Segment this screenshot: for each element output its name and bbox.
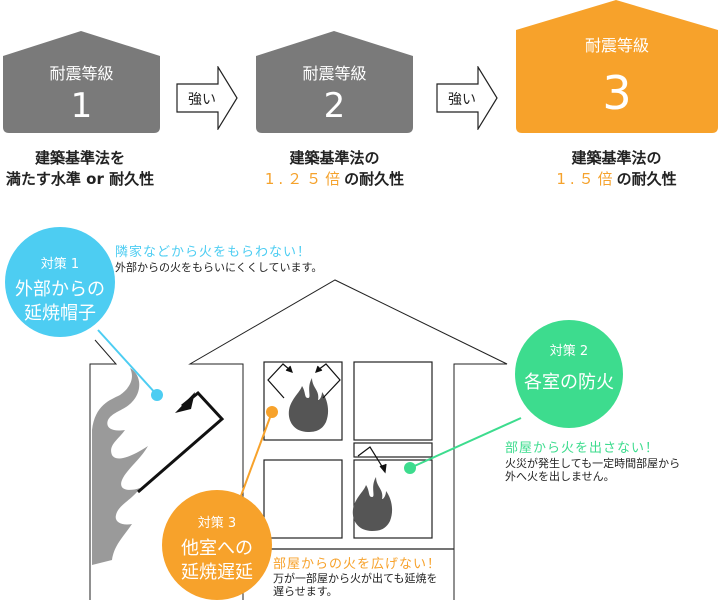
desc-line-1: 建築基準法の bbox=[289, 149, 380, 167]
grade-label: 耐震等級 bbox=[49, 64, 114, 83]
main-house bbox=[188, 279, 508, 600]
stronger-arrow-1: 強い bbox=[176, 64, 238, 132]
grade-1-description: 建築基準法を 満たす水準 or 耐久性 bbox=[0, 148, 160, 190]
grade-3-house: 耐震等級 3 bbox=[516, 0, 718, 133]
grade-1-house: 耐震等級 1 bbox=[3, 28, 160, 133]
arrow-label: 強い bbox=[188, 92, 216, 108]
grade-number: 1 bbox=[70, 86, 93, 126]
text-line: 火災が発生しても一定時間部屋から bbox=[505, 457, 681, 470]
measure-title-line-2: 延焼遅延 bbox=[181, 562, 253, 583]
desc-line-1: 建築基準法の bbox=[571, 149, 662, 167]
measure-1-circle: 対策 1 外部からの 延焼帽子 bbox=[5, 227, 115, 337]
desc-line-2: の耐久性 bbox=[344, 170, 405, 188]
grade-label: 耐震等級 bbox=[302, 64, 367, 83]
measure-tag: 対策 2 bbox=[549, 344, 589, 359]
right-arrow-icon bbox=[436, 64, 498, 132]
text-line: 万が一部屋から火が出ても延焼を bbox=[273, 572, 438, 585]
text-line: 遅らせます。 bbox=[273, 585, 338, 598]
grade-number: 3 bbox=[602, 66, 632, 120]
text-line: 外部からの火をもらいにくくしています。 bbox=[115, 261, 323, 274]
measure-1-heading: 隣家などから火をもらわない！ bbox=[115, 245, 312, 260]
right-arrow-icon bbox=[176, 64, 238, 132]
flame-icon bbox=[288, 378, 393, 531]
measure-2-text: 火災が発生しても一定時間部屋から 外へ火を出しません。 bbox=[505, 457, 680, 483]
measure-title-line-1: 外部からの bbox=[15, 279, 105, 300]
measure-1-text: 外部からの火をもらいにくくしています。 bbox=[115, 261, 322, 274]
spread-arrow-icon bbox=[267, 363, 387, 474]
house-shape-icon bbox=[3, 31, 160, 133]
measure-tag: 対策 1 bbox=[40, 257, 80, 272]
measure-3-heading: 部屋からの火を広げない！ bbox=[273, 557, 442, 572]
grade-label: 耐震等級 bbox=[584, 36, 649, 55]
house-shape-icon bbox=[516, 0, 718, 133]
flame-icon bbox=[92, 368, 148, 565]
desc-line-2: 満たす水準 or 耐久性 bbox=[5, 170, 155, 188]
desc-line-2: の耐久性 bbox=[616, 170, 677, 188]
measure-title-line-1: 各室の防火 bbox=[524, 372, 614, 393]
desc-line-1: 建築基準法を bbox=[34, 149, 125, 167]
measure-title-line-2: 延焼帽子 bbox=[24, 303, 96, 324]
desc-highlight: 1.２５倍 bbox=[264, 170, 345, 188]
grade-2-house: 耐震等級 2 bbox=[256, 28, 413, 133]
measure-2-circle: 対策 2 各室の防火 bbox=[515, 320, 623, 428]
stronger-arrow-2: 強い bbox=[436, 64, 498, 132]
arrow-label: 強い bbox=[448, 92, 476, 108]
measure-tag: 対策 3 bbox=[197, 516, 237, 531]
measure-3-circle: 対策 3 他室への 延焼遅延 bbox=[162, 490, 272, 600]
desc-highlight: 1.５倍 bbox=[556, 170, 617, 188]
grade-2-description: 建築基準法の 1.２５倍の耐久性 bbox=[252, 148, 417, 190]
grade-number: 2 bbox=[323, 86, 346, 126]
text-line: 外へ火を出しません。 bbox=[505, 470, 615, 483]
measure-2-heading: 部屋から火を出さない！ bbox=[505, 441, 660, 456]
house-shape-icon bbox=[256, 31, 413, 133]
measure-title-line-1: 他室への bbox=[181, 538, 253, 559]
wind-arrow-icon bbox=[137, 390, 225, 494]
grade-3-description: 建築基準法の 1.５倍の耐久性 bbox=[534, 148, 699, 190]
measure-3-text: 万が一部屋から火が出ても延焼を 遅らせます。 bbox=[273, 572, 437, 598]
